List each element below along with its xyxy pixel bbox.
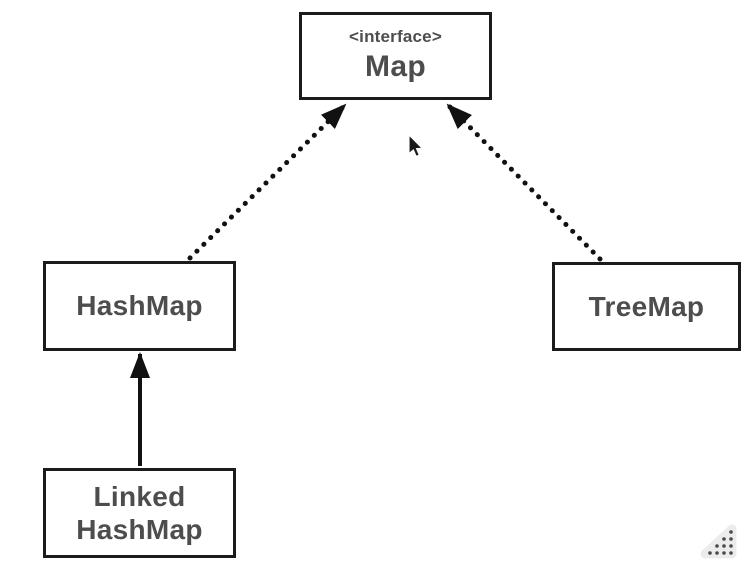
linkedhashmap-label: Linked HashMap xyxy=(76,480,203,545)
map-stereotype-label: <interface> xyxy=(349,27,442,47)
node-treemap[interactable]: TreeMap xyxy=(552,262,741,351)
map-label: Map xyxy=(365,50,426,84)
hashmap-label: HashMap xyxy=(76,290,203,322)
edge-hashmap-implements-map xyxy=(187,102,348,261)
treemap-label: TreeMap xyxy=(588,290,705,322)
node-map-interface[interactable]: <interface> Map xyxy=(299,12,492,100)
resize-grip-icon[interactable] xyxy=(698,523,742,565)
node-hashmap[interactable]: HashMap xyxy=(43,261,236,351)
edge-treemap-implements-map xyxy=(445,102,603,262)
node-linkedhashmap[interactable]: Linked HashMap xyxy=(43,468,236,558)
